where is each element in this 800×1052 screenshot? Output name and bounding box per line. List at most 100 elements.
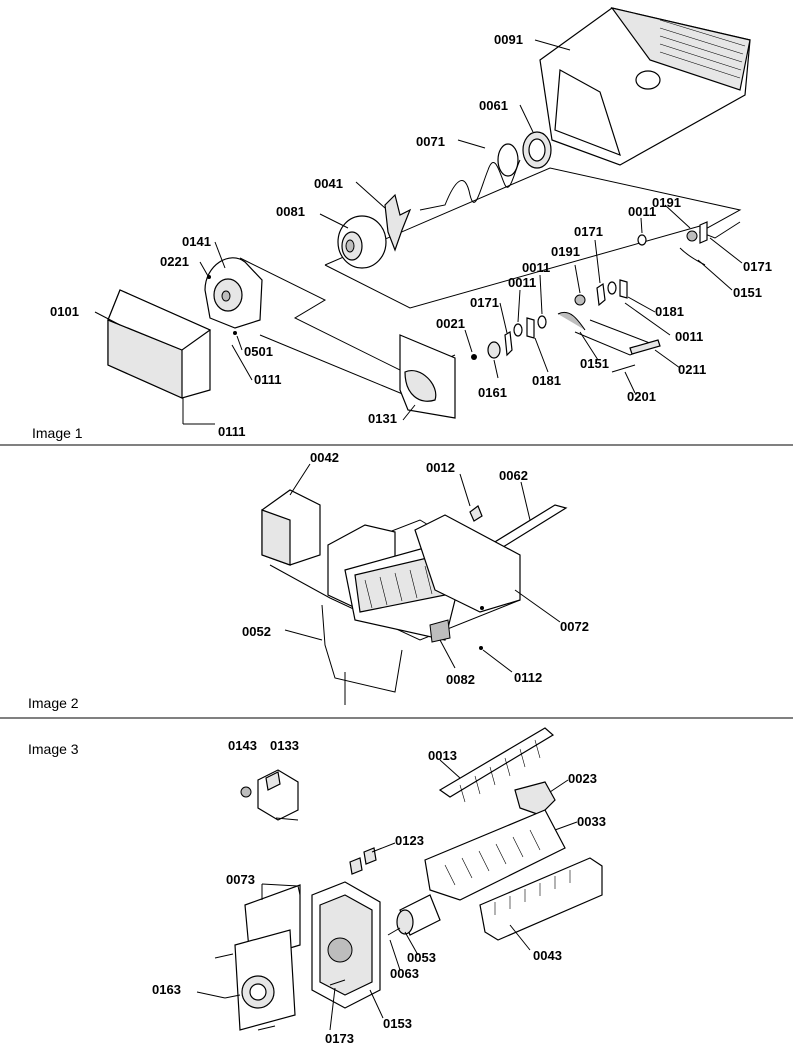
label-0153: 0153 [383, 1016, 412, 1031]
part-0201-rod [611, 364, 636, 373]
part-0161-bushing [487, 341, 501, 359]
label-0091: 0091 [494, 32, 523, 47]
part-0211-pin [629, 339, 661, 355]
part-0041-blade [384, 193, 412, 252]
part-0071-auger [419, 159, 521, 211]
part-0171-clip-a [504, 331, 513, 357]
label-0191-b: 0191 [652, 195, 681, 210]
label-0111-a: 0111 [254, 372, 282, 387]
part-0081-drum [337, 215, 387, 269]
image3-caption: Image 3 [28, 741, 79, 757]
label-0111-b: 0111 [218, 424, 246, 439]
label-0023: 0023 [568, 771, 597, 786]
label-0041: 0041 [314, 176, 343, 191]
part-0173-screw [329, 979, 346, 986]
part-0133-bracket [257, 769, 299, 821]
image2-caption: Image 2 [28, 695, 79, 711]
label-0221: 0221 [160, 254, 189, 269]
part-0011-washer-d [637, 234, 647, 246]
label-0063: 0063 [390, 966, 419, 981]
image1-leaders [94, 39, 743, 425]
part-0061-disc [522, 131, 552, 169]
part-0501-screw [233, 331, 237, 335]
part-0112-screw [479, 646, 483, 650]
part-0181-bracket-b [619, 279, 628, 299]
part-0023-fitting [514, 781, 556, 816]
part-0073-control-housing [234, 884, 301, 1031]
label-0151-a: 0151 [580, 356, 609, 371]
label-0171-b: 0171 [574, 224, 603, 239]
label-0073: 0073 [226, 872, 255, 887]
image2-leaders [284, 463, 561, 673]
label-0151-b: 0151 [733, 285, 762, 300]
part-0123-clip-b [363, 847, 377, 865]
part-0151-spring-a [557, 312, 586, 331]
label-0171-c: 0171 [743, 259, 772, 274]
label-0071: 0071 [416, 134, 445, 149]
label-0081: 0081 [276, 204, 305, 219]
label-0021: 0021 [436, 316, 465, 331]
assembly-outline-lower [259, 334, 406, 396]
label-0033: 0033 [577, 814, 606, 829]
label-0042: 0042 [310, 450, 339, 465]
label-0143: 0143 [228, 738, 257, 753]
part-0042-panel [261, 489, 321, 566]
part-0011-washer-c [607, 281, 617, 295]
part-0151-spring-b [679, 247, 706, 266]
label-0161: 0161 [478, 385, 507, 400]
label-0181-b: 0181 [655, 304, 684, 319]
part-0123-clip-a [349, 857, 363, 875]
part-0012-clip [469, 505, 483, 522]
label-0501: 0501 [244, 344, 273, 359]
assembly-outline-mid [324, 225, 701, 309]
part-0171-clip-c [699, 221, 708, 244]
part-0033-mold-tray [424, 809, 566, 901]
part-0181-bracket-a [526, 317, 535, 339]
part-0143-nut [240, 786, 252, 798]
label-0123: 0123 [395, 833, 424, 848]
part-0021-screw [471, 354, 477, 360]
screw-c [257, 1025, 276, 1031]
label-0011-b: 0011 [522, 260, 550, 275]
label-0082: 0082 [446, 672, 475, 687]
label-0101: 0101 [50, 304, 79, 319]
label-0181-a: 0181 [532, 373, 561, 388]
image2-section: Image 2 [28, 450, 589, 711]
label-0011-d: 0011 [675, 329, 703, 344]
label-0173: 0173 [325, 1031, 354, 1046]
label-0163: 0163 [152, 982, 181, 997]
label-0011-a: 0011 [508, 275, 536, 290]
part-0153-control-module [311, 881, 381, 1009]
part-0043-bar [479, 857, 603, 941]
part-0013-ejector [438, 727, 555, 803]
label-0131: 0131 [368, 411, 397, 426]
part-0011-washer-a [513, 323, 523, 337]
label-0052: 0052 [242, 624, 271, 639]
screw-a [214, 953, 234, 959]
label-0043: 0043 [533, 948, 562, 963]
image1-section: Image 1 [32, 7, 772, 441]
part-0011-washer-b [537, 315, 547, 329]
assembly-outline-top [324, 167, 742, 266]
label-0013: 0013 [428, 748, 457, 763]
part-0063-shaft [387, 927, 401, 936]
part-0131-plate [399, 334, 456, 419]
label-0201: 0201 [627, 389, 656, 404]
image3-leaders [196, 759, 578, 1031]
label-0062: 0062 [499, 468, 528, 483]
label-0011-c: 0011 [628, 204, 656, 219]
label-0012: 0012 [426, 460, 455, 475]
label-0112: 0112 [514, 670, 542, 685]
part-0171-clip-b [596, 282, 606, 307]
part-0101-front-cover [107, 289, 212, 399]
label-0171-a: 0171 [470, 295, 499, 310]
part-0191-gear-a [574, 294, 586, 306]
part-0091-ice-bucket [539, 7, 751, 166]
image3-section: Image 3 [28, 727, 606, 1046]
label-0211: 0211 [678, 362, 706, 377]
part-0052-wire-arm [321, 604, 403, 693]
label-0053: 0053 [407, 950, 436, 965]
label-0133: 0133 [270, 738, 299, 753]
part-0071-ring [497, 143, 519, 177]
